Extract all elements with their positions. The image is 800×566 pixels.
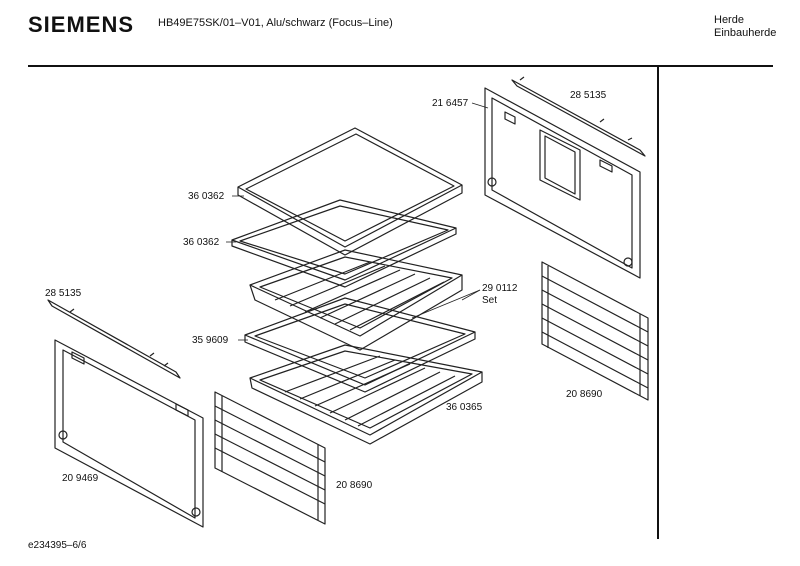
label-door-panel-left: 20 9469 (62, 473, 99, 484)
tray-top-drawing (237, 127, 463, 256)
rail-left-drawing (47, 299, 181, 379)
brand-logo: SIEMENS (28, 12, 135, 37)
door-panel-right-drawing (484, 87, 641, 279)
label-rail-left: 28 5135 (45, 288, 82, 299)
label-grill-rack: 36 0365 (446, 402, 483, 413)
label-rack-set-suffix: Set (482, 295, 498, 306)
side-rack-right-drawing (541, 261, 649, 401)
category-line-1: Herde (714, 14, 744, 26)
header-divider (28, 65, 773, 67)
document-id: e234395–6/6 (28, 540, 87, 551)
model-title: HB49E75SK/01–V01, Alu/schwarz (Focus–Lin… (158, 17, 393, 29)
label-rack-set: 29 0112 (482, 283, 518, 294)
rail-right-drawing (511, 76, 646, 157)
label-door-glass-right: 21 6457 (432, 98, 469, 109)
label-side-rack-right: 20 8690 (566, 389, 603, 400)
vertical-divider (657, 67, 659, 539)
label-tray-top: 36 0362 (188, 191, 225, 202)
label-side-rack-left: 20 8690 (336, 480, 373, 491)
category-line-2: Einbauherde (714, 27, 777, 39)
door-panel-left-drawing (54, 339, 204, 528)
leader-lines (226, 102, 489, 341)
label-rail-right: 28 5135 (570, 90, 607, 101)
grill-rack-drawing (249, 344, 483, 445)
category-label: Herde Einbauherde (714, 14, 776, 40)
tray-second-drawing (231, 199, 457, 288)
label-pan-insert: 35 9609 (192, 335, 229, 346)
rack-set-drawing (249, 249, 463, 351)
side-rack-left-drawing (214, 391, 326, 525)
label-tray-second: 36 0362 (183, 237, 220, 248)
